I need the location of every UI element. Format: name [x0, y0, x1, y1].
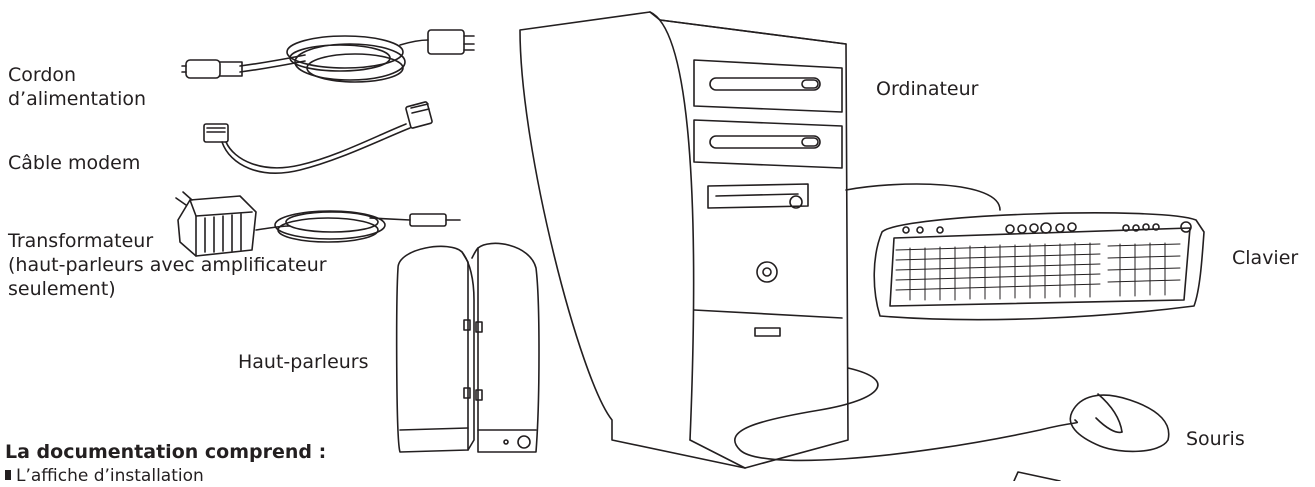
keyboard-cable-icon [846, 184, 1000, 210]
speakers-icon [397, 243, 539, 452]
keyboard-icon [874, 213, 1204, 320]
documentation-item: L’affiche d’installation [5, 465, 204, 487]
label-mouse: Souris [1186, 427, 1245, 451]
power-cord-icon [182, 30, 474, 82]
bullet-icon [5, 470, 11, 480]
label-computer: Ordinateur [876, 77, 978, 101]
documentation-item-text: L’affiche d’installation [16, 466, 204, 486]
label-transformer: Transformateur (haut-parleurs avec ampli… [8, 229, 327, 301]
mouse-cable-icon [735, 368, 1077, 460]
mouse-icon [735, 368, 1169, 460]
label-power-cord: Cordon d’alimentation [8, 63, 146, 111]
modem-cable-icon [204, 102, 432, 174]
label-modem-cable: Câble modem [8, 151, 140, 175]
label-speakers: Haut-parleurs [238, 350, 369, 374]
computer-tower-icon [520, 12, 848, 468]
label-keyboard: Clavier [1232, 246, 1298, 270]
documentation-title: La documentation comprend : [5, 441, 326, 463]
poster-corner-icon [1014, 472, 1060, 481]
